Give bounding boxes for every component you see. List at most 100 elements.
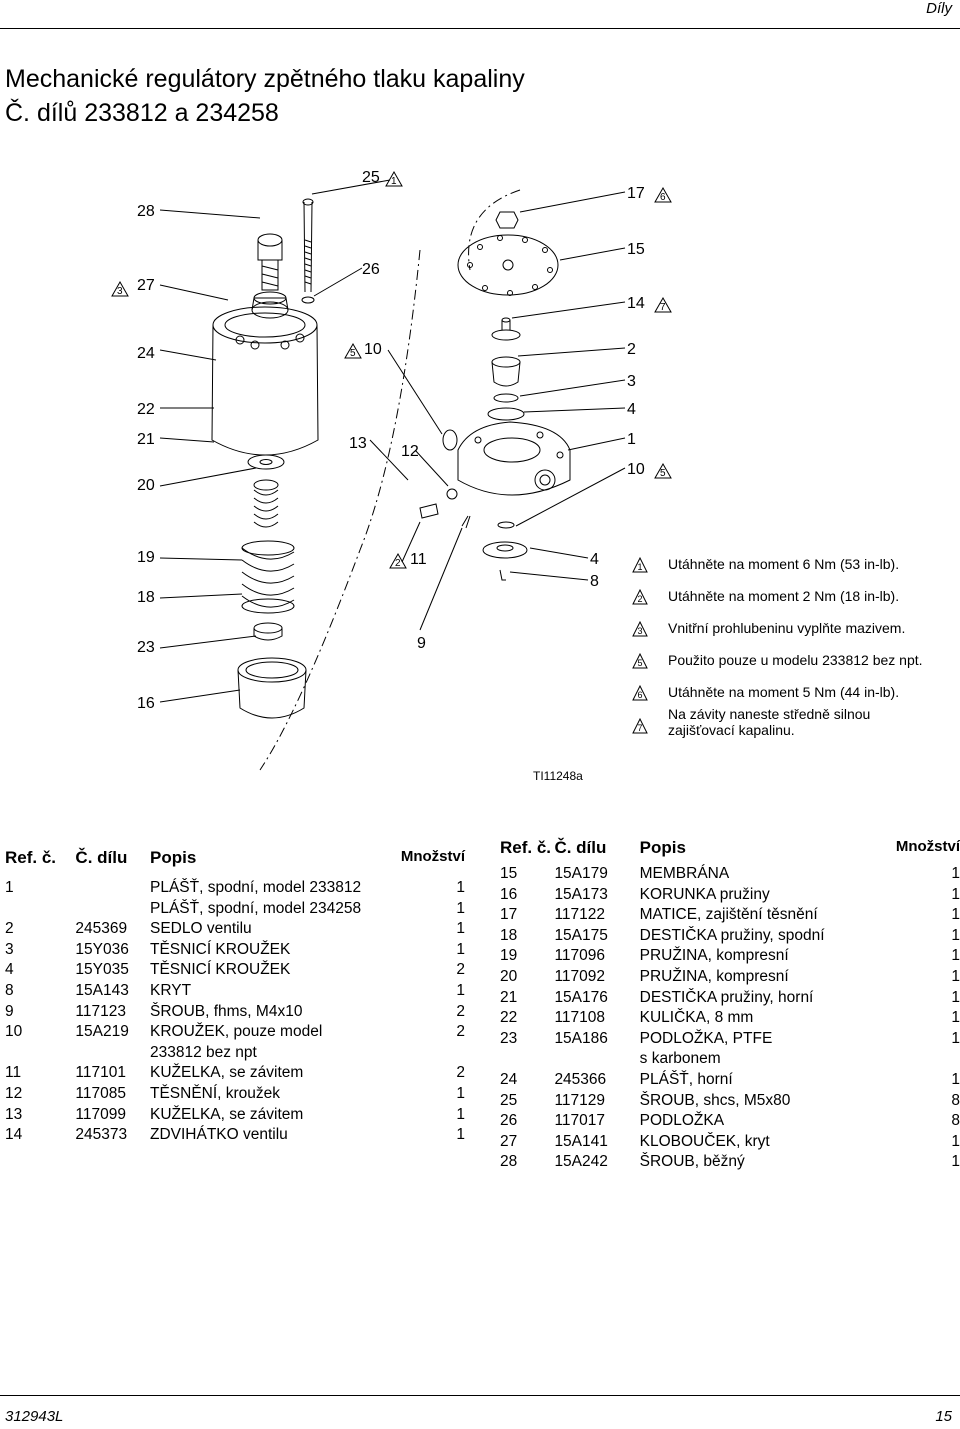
cell-ref [500, 1049, 554, 1070]
cell-part: 15Y035 [75, 961, 129, 979]
exploded-parts-diagram: 28 27 24 22 21 20 19 18 23 16 25 26 10 1… [111, 169, 672, 771]
plate-23-shape [253, 622, 283, 641]
cell-part: 117122 [554, 906, 606, 924]
cell-desc: ZDVIHÁTKO ventilu [149, 1126, 288, 1144]
cell-ref: 10 [5, 1023, 23, 1041]
footer-rule [0, 1395, 960, 1396]
cell-desc: 233812 bez npt [149, 1043, 257, 1061]
note-text: Utáhněte na moment 2 Nm (18 in-lb). [668, 588, 900, 604]
cell-ref: 27 [500, 1132, 518, 1150]
flag-icon: 5 [632, 653, 648, 669]
cell-part: 117129 [554, 1091, 606, 1109]
cell-desc: MEMBRÁNA [639, 865, 730, 882]
section-tag: Díly [926, 0, 952, 17]
cell-part: 117099 [75, 1105, 126, 1123]
flag-triangle-3: 3 [111, 280, 129, 297]
cell-desc: PLÁŠŤ, spodní, model 233812 [149, 879, 362, 896]
cell-part: 245373 [75, 1126, 128, 1144]
cell-qty: 8 [951, 1112, 960, 1130]
note-text: Použito pouze u modelu 233812 bez npt. [668, 652, 923, 668]
cell-ref: 9 [5, 1002, 14, 1020]
cell-qty: 1 [951, 1132, 960, 1150]
callout-3: 3 [627, 373, 636, 390]
callout-24: 24 [137, 345, 155, 362]
cell-desc: MATICE, zajištění těsnění [639, 906, 818, 924]
cell-desc: ŠROUB, fhms, M4x10 [149, 1002, 303, 1020]
col-part: Č. dílu [554, 838, 607, 857]
cell-qty: 2 [456, 1064, 465, 1082]
callout-10-left: 10 [364, 341, 382, 358]
callout-28: 28 [137, 203, 155, 220]
svg-text:6: 6 [660, 192, 666, 203]
callout-15: 15 [627, 241, 645, 258]
cell-part: 15A173 [554, 885, 608, 903]
cell-part: 245369 [75, 920, 128, 938]
cell-part [75, 878, 150, 899]
cell-ref: 8 [5, 981, 14, 999]
col-desc: Popis [149, 848, 197, 867]
cell-qty: 1 [456, 1105, 465, 1123]
screw-28-shape [257, 233, 283, 291]
cell-part: 117017 [554, 1112, 606, 1130]
cell-part: 117108 [554, 1009, 606, 1027]
callout-1: 1 [627, 431, 636, 448]
plug-13-shape [442, 429, 458, 451]
table-row: 233812 bez npt [5, 1043, 465, 1064]
cell-ref [5, 1043, 75, 1064]
flag-triangle-5b: 5 [654, 462, 672, 479]
svg-text:6: 6 [638, 690, 643, 700]
cell-ref: 17 [500, 906, 518, 924]
col-qty: Množství [895, 838, 960, 855]
header-rule [0, 28, 960, 29]
table-row: s karbonem [500, 1049, 960, 1070]
cell-desc: TĚSNICÍ KROUŽEK [149, 961, 291, 979]
flag-triangle-2: 2 [389, 552, 407, 569]
cell-qty: 1 [456, 920, 465, 938]
cell-ref: 2 [5, 920, 14, 938]
callout-17: 17 [627, 185, 645, 202]
col-ref: Ref. č. [5, 848, 57, 867]
cell-desc: PRUŽINA, kompresní [639, 947, 789, 965]
svg-text:2: 2 [395, 558, 401, 569]
cell-ref: 12 [5, 1084, 23, 1102]
svg-text:1: 1 [638, 562, 643, 572]
callout-2: 2 [627, 341, 636, 358]
flag-icon: 1 [632, 557, 648, 573]
title-line-1: Mechanické regulátory zpětného tlaku kap… [5, 65, 525, 93]
cell-desc: KULIČKA, 8 mm [639, 1009, 754, 1027]
note-text: Utáhněte na moment 5 Nm (44 in-lb). [668, 684, 900, 700]
assembly-centerline [259, 249, 421, 771]
note-5: 5 Použito pouze u modelu 233812 bez npt. [628, 652, 960, 684]
cell-qty: 1 [951, 967, 960, 985]
callout-14: 14 [627, 295, 645, 312]
col-ref: Ref. č. [500, 838, 552, 857]
cell-ref: 21 [500, 988, 518, 1006]
note-2: 2 Utáhněte na moment 2 Nm (18 in-lb). [628, 588, 960, 620]
flag-triangle-5: 5 [344, 342, 362, 359]
callout-4: 4 [627, 401, 636, 418]
cell-part: 15A179 [554, 865, 608, 882]
spring-19-shape [241, 540, 295, 614]
svg-text:5: 5 [638, 658, 643, 668]
cell-ref: 16 [500, 885, 518, 903]
svg-text:3: 3 [638, 626, 643, 636]
cell-part: 117096 [554, 947, 606, 965]
callout-27: 27 [137, 277, 155, 294]
flag-triangle-1: 1 [385, 170, 403, 187]
cell-qty [399, 1043, 465, 1064]
cell-part: 15A176 [554, 988, 608, 1006]
